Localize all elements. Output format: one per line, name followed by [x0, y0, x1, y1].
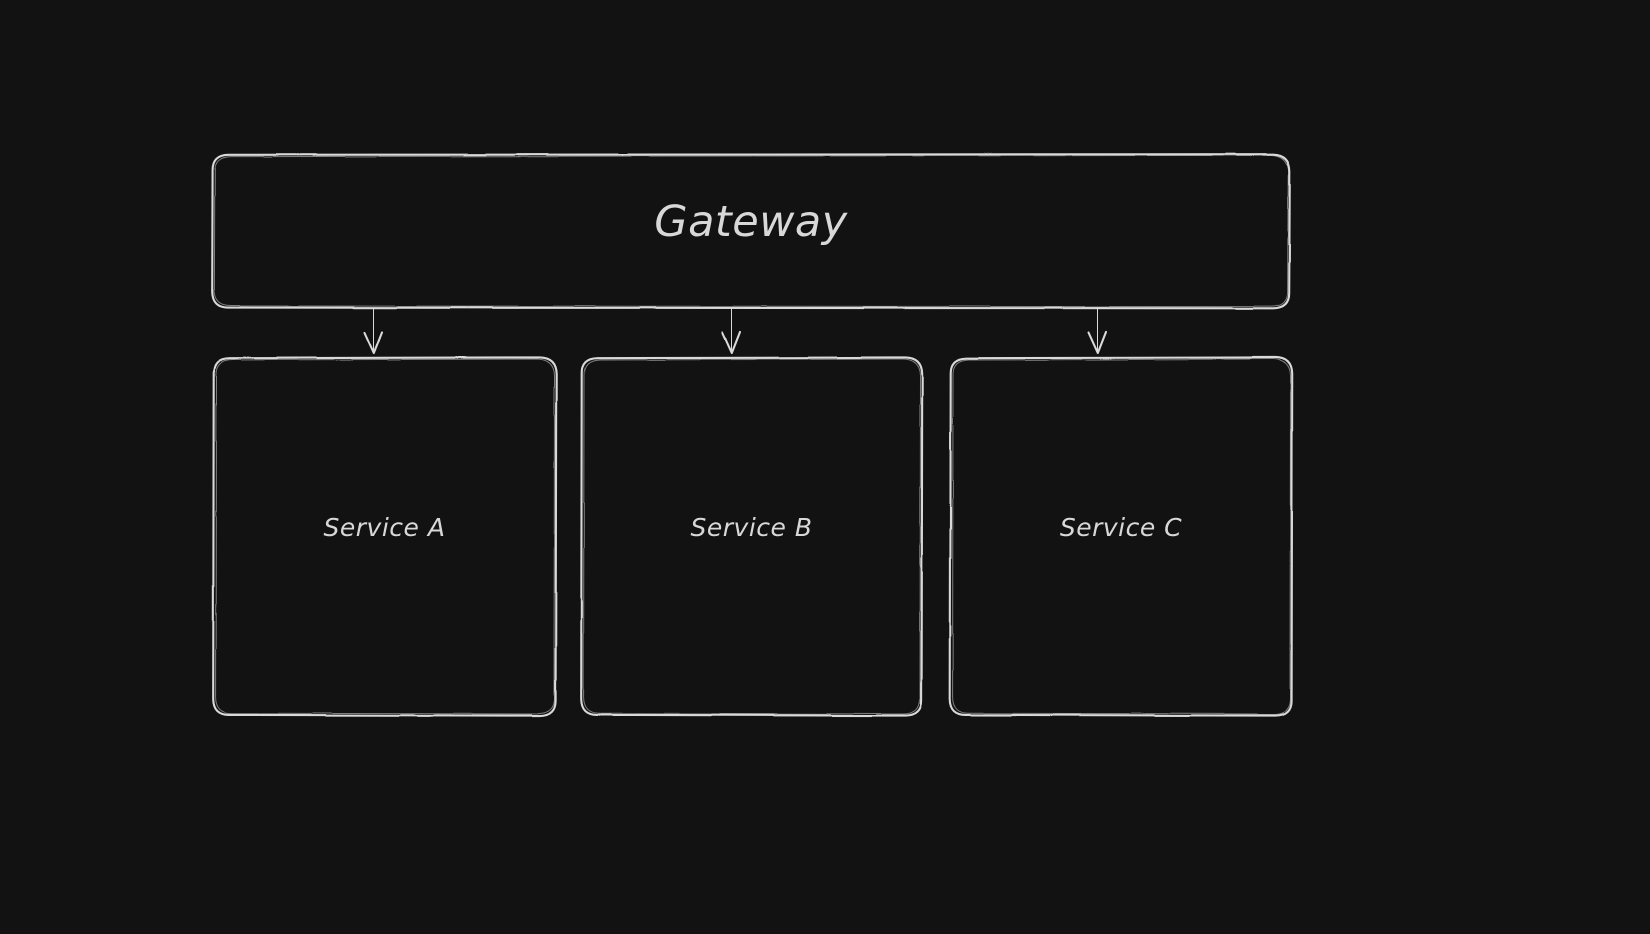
node-service-c[interactable]	[949, 356, 1294, 717]
service-a-box-outline	[212, 356, 558, 717]
edge-gateway-to-service-c[interactable]	[1087, 306, 1108, 355]
service-a-box-outline-sketch	[215, 358, 555, 715]
arrowhead-icon	[1087, 330, 1108, 355]
arrowhead-icon	[363, 330, 384, 355]
gateway-label: Gateway	[654, 197, 848, 247]
node-service-a[interactable]	[212, 356, 558, 717]
service-c-box-outline-sketch	[952, 358, 1291, 715]
arrowhead-icon	[721, 330, 742, 355]
service-b-label: Service B	[690, 513, 813, 542]
edge-gateway-to-service-b[interactable]	[721, 306, 742, 355]
edge-gateway-to-service-a[interactable]	[363, 306, 384, 355]
service-a-label: Service A	[323, 513, 446, 542]
service-b-box-outline-sketch	[583, 358, 921, 715]
gateway-box-outline-sketch	[213, 154, 1289, 308]
node-service-b[interactable]	[580, 356, 924, 717]
service-b-box-outline	[580, 356, 924, 717]
gateway-box-outline	[211, 153, 1291, 310]
node-gateway[interactable]	[211, 153, 1291, 310]
service-c-label: Service C	[1059, 513, 1183, 542]
service-c-box-outline	[949, 356, 1294, 717]
